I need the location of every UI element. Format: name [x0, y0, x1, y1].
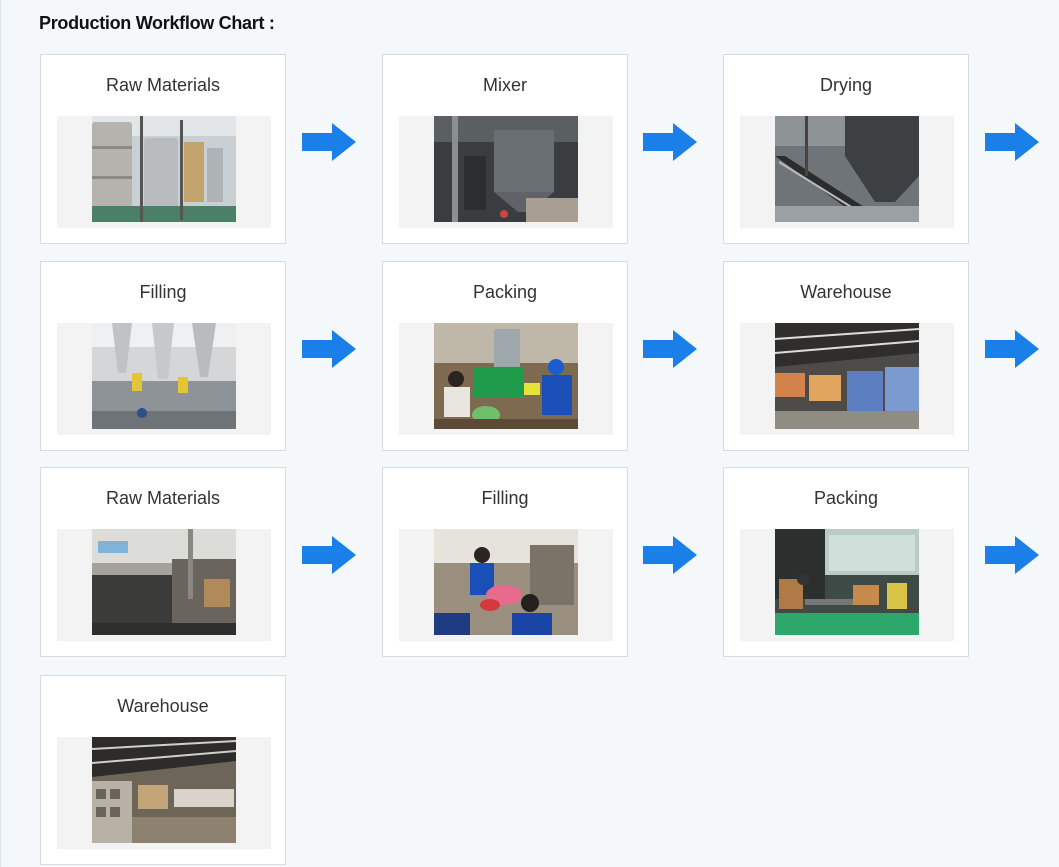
warehouse-pallets-photo	[775, 323, 919, 429]
mixer-machine-photo	[434, 116, 578, 222]
step-card: Raw Materials	[40, 54, 286, 244]
factory-interior-photo	[92, 529, 236, 635]
storage-tanks-photo	[92, 116, 236, 222]
step-card: Mixer	[382, 54, 628, 244]
arrow-right-icon	[643, 536, 697, 574]
arrow-right-icon	[643, 123, 697, 161]
arrow-right-icon	[985, 330, 1039, 368]
page-title: Production Workflow Chart :	[39, 13, 275, 33]
step-label: Raw Materials	[105, 488, 221, 508]
step-label: Warehouse	[800, 282, 892, 302]
step-label: Filling	[481, 488, 529, 508]
drying-conveyor-photo	[775, 116, 919, 222]
step-card: Drying	[723, 54, 969, 244]
filling-workers-photo	[434, 529, 578, 635]
arrow-right-icon	[985, 536, 1039, 574]
step-label: Raw Materials	[105, 75, 221, 95]
filling-line-photo	[92, 323, 236, 429]
arrow-right-icon	[985, 123, 1039, 161]
arrow-right-icon	[302, 123, 356, 161]
packing-room-photo	[775, 529, 919, 635]
warehouse-boxes-photo	[92, 737, 236, 843]
step-card: Packing	[382, 261, 628, 451]
step-label: Packing	[472, 282, 538, 302]
step-label: Mixer	[483, 75, 527, 95]
arrow-right-icon	[302, 330, 356, 368]
step-card: Filling	[382, 467, 628, 657]
step-card: Warehouse	[40, 675, 286, 865]
step-card: Filling	[40, 261, 286, 451]
step-card: Raw Materials	[40, 467, 286, 657]
step-label: Drying	[819, 75, 872, 95]
arrow-right-icon	[643, 330, 697, 368]
step-card: Warehouse	[723, 261, 969, 451]
packing-workers-photo	[434, 323, 578, 429]
step-label: Filling	[139, 282, 187, 302]
step-label: Packing	[813, 488, 879, 508]
arrow-right-icon	[302, 536, 356, 574]
step-label: Warehouse	[117, 696, 209, 716]
step-card: Packing	[723, 467, 969, 657]
